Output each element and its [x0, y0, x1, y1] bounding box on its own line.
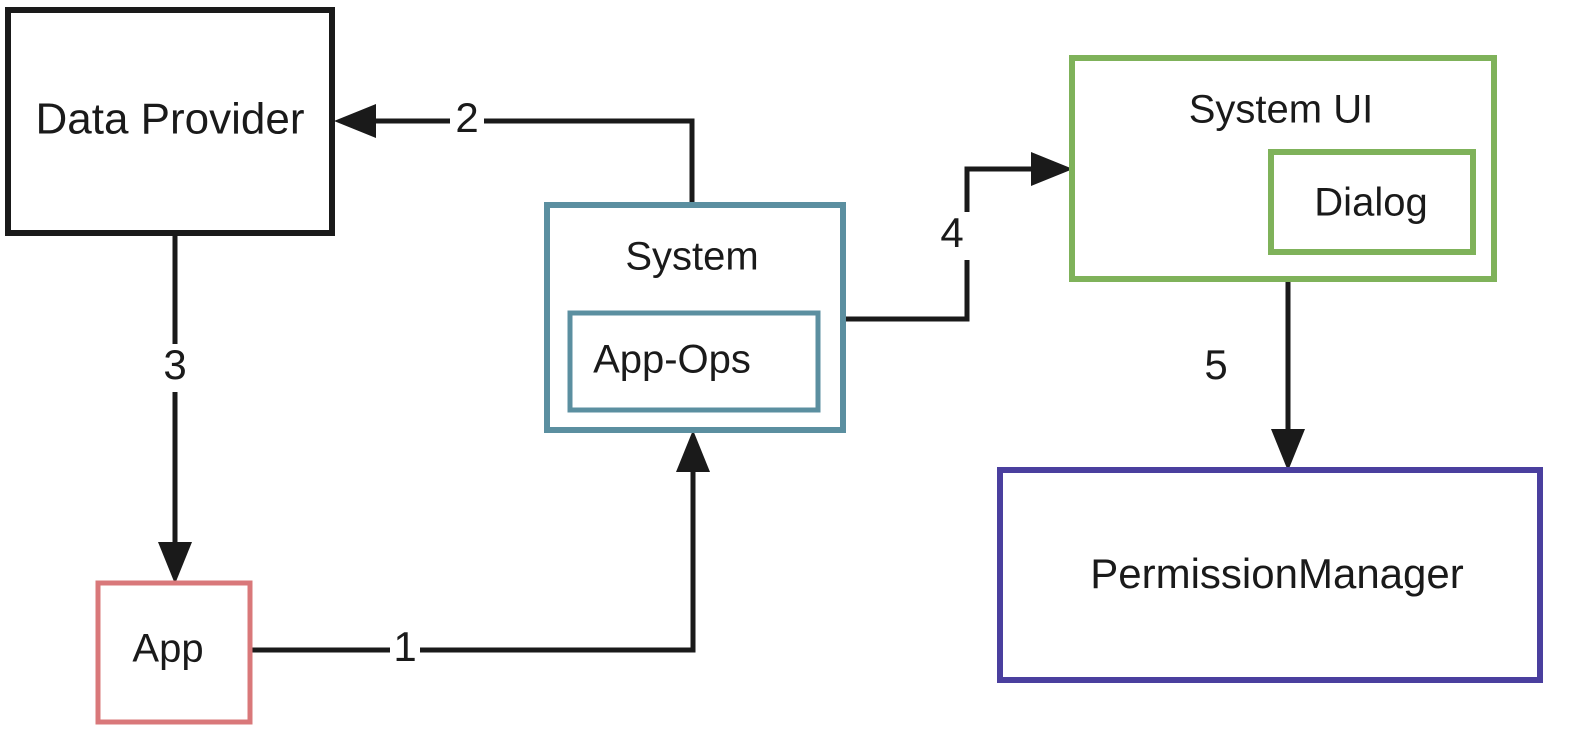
dialog-label: Dialog	[1314, 181, 1427, 225]
permission-manager-box	[997, 467, 1543, 683]
app-ops-box	[567, 310, 821, 413]
edge-1[interactable]	[250, 430, 710, 653]
edge-3-arrowhead	[158, 542, 192, 584]
edge-5[interactable]	[1271, 279, 1305, 471]
edge-2-label-halo	[450, 97, 484, 145]
edge-4-label: 4	[940, 209, 963, 256]
edge-3-label-group: 3	[158, 341, 192, 392]
edge-3-label-halo	[158, 344, 192, 392]
edge-5-arrowhead	[1271, 429, 1305, 471]
edge-1-line	[250, 438, 696, 653]
edge-2-arrowhead	[334, 104, 376, 138]
node-dialog[interactable]: Dialog	[1268, 149, 1476, 255]
edge-1-arrowhead	[676, 430, 710, 472]
system-label: System	[625, 235, 758, 279]
app-ops-label: App-Ops	[593, 338, 751, 382]
nodes-layer: Data Provider System App-Ops System UI D…	[5, 7, 1543, 725]
app-label: App	[132, 627, 203, 671]
edges-layer	[158, 104, 1305, 653]
edge-3[interactable]	[158, 233, 192, 584]
edge-labels-layer: 1 2 3 4 5	[158, 94, 1228, 674]
edge-1-label: 1	[393, 623, 416, 670]
data-provider-label: Data Provider	[35, 95, 304, 144]
node-permission-manager[interactable]: PermissionManager	[997, 467, 1543, 683]
edge-4-label-halo	[936, 212, 970, 260]
edge-5-label-group: 5	[1204, 341, 1227, 388]
edge-2[interactable]	[334, 104, 695, 205]
system-ui-label: System UI	[1189, 88, 1373, 132]
edge-2-label-group: 2	[450, 94, 484, 145]
edge-2-line	[344, 118, 695, 205]
node-app[interactable]: App	[95, 580, 253, 725]
app-box	[95, 580, 253, 725]
dialog-box	[1268, 149, 1476, 255]
edge-5-label: 5	[1204, 341, 1227, 388]
data-provider-box	[5, 7, 335, 236]
edge-1-label-group: 1	[390, 623, 420, 674]
node-data-provider[interactable]: Data Provider	[5, 7, 335, 236]
permission-manager-label: PermissionManager	[1090, 550, 1464, 597]
edge-3-label: 3	[163, 341, 186, 388]
edge-1-label-halo	[390, 626, 420, 674]
node-app-ops[interactable]: App-Ops	[567, 310, 821, 413]
edge-4-arrowhead	[1031, 152, 1073, 186]
edge-4-label-group: 4	[936, 209, 970, 260]
edge-2-label: 2	[455, 94, 478, 141]
